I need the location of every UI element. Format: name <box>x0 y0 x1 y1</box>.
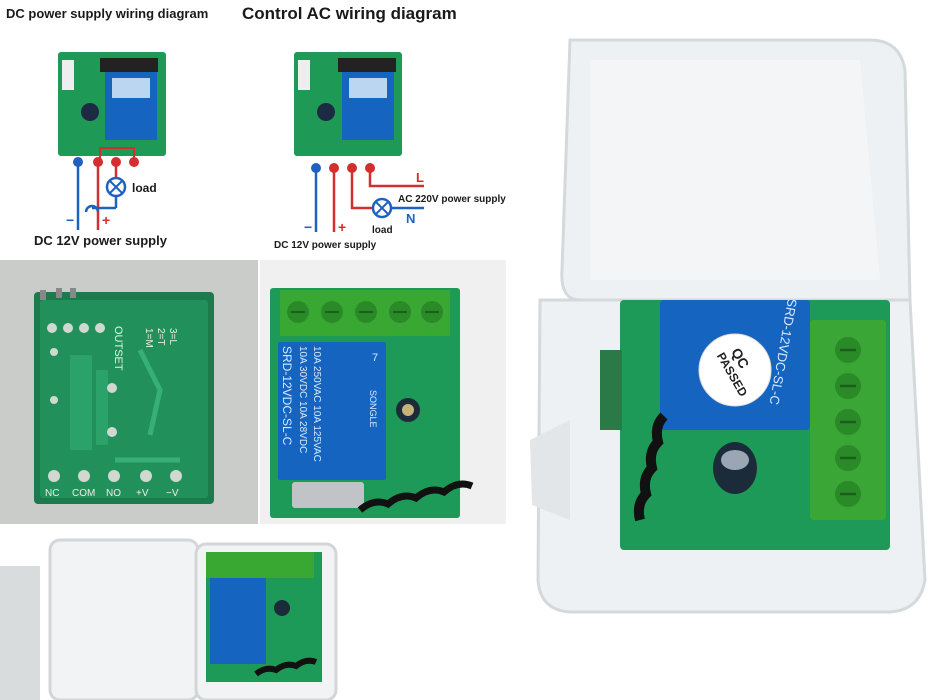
case-large-drawing <box>530 38 927 614</box>
dc-minus-label: − <box>66 212 75 228</box>
case-small-drawing <box>0 538 338 700</box>
pcb-front-photo: 10A 250VAC 10A 125VAC 10A 30VDC 10A 28VD… <box>260 260 506 524</box>
ac-supply-label: AC 220V power supply <box>398 194 506 205</box>
case-large-photo: QC PASSED SRD-12VDC-SL-C <box>510 0 933 700</box>
dc-plus-label: + <box>102 212 111 228</box>
ac-wiring-drawing <box>294 52 424 232</box>
ac-l-label: L <box>416 170 424 185</box>
dc-load-label: load <box>132 181 157 195</box>
pcb-mode-2-label: 2=T <box>155 328 166 346</box>
dc-wiring-drawing <box>58 52 166 230</box>
pcb-mode-1-label: 1=M <box>143 328 154 348</box>
ac-minus-label: − <box>304 219 313 235</box>
relay-rating-line1: 10A 250VAC 10A 125VAC <box>311 346 322 462</box>
dc-supply-label: DC 12V power supply <box>34 233 167 248</box>
ac-load-label: load <box>372 225 393 236</box>
ac-diagram-title: Control AC wiring diagram <box>242 4 457 23</box>
dc-diagram-title: DC power supply wiring diagram <box>6 6 209 21</box>
pcb-front-drawing <box>270 288 474 518</box>
pcb-pin-com: COM <box>72 488 96 499</box>
ac-plus-label: + <box>338 219 347 235</box>
pcb-back-photo: OUTSET 1=M 2=T 3=L NC COM NO +V −V <box>0 260 258 524</box>
pcb-pin-nc: NC <box>45 488 60 499</box>
ac-n-label: N <box>406 211 416 226</box>
relay-pin-label: 7 <box>372 352 379 364</box>
ac-wiring-diagram-panel: Control AC wiring diagram L AC 220V powe… <box>234 0 506 258</box>
pcb-pin-no: NO <box>106 488 121 499</box>
pcb-pin-minus-v: −V <box>166 488 179 499</box>
relay-brand-label: SONGLE <box>368 390 378 428</box>
pcb-outset-label: OUTSET <box>112 326 124 371</box>
relay-model-label: SRD-12VDC-SL-C <box>280 346 294 446</box>
pcb-mode-3-label: 3=L <box>167 328 178 345</box>
dc-wiring-diagram-panel: DC power supply wiring diagram load − + … <box>0 0 232 258</box>
relay-rating-line2: 10A 30VDC 10A 28VDC <box>297 346 308 454</box>
pcb-back-drawing <box>34 288 214 504</box>
pcb-pin-plus-v: +V <box>136 488 149 499</box>
ac-dc-supply-label: DC 12V power supply <box>274 240 377 251</box>
case-small-photo <box>0 526 350 700</box>
